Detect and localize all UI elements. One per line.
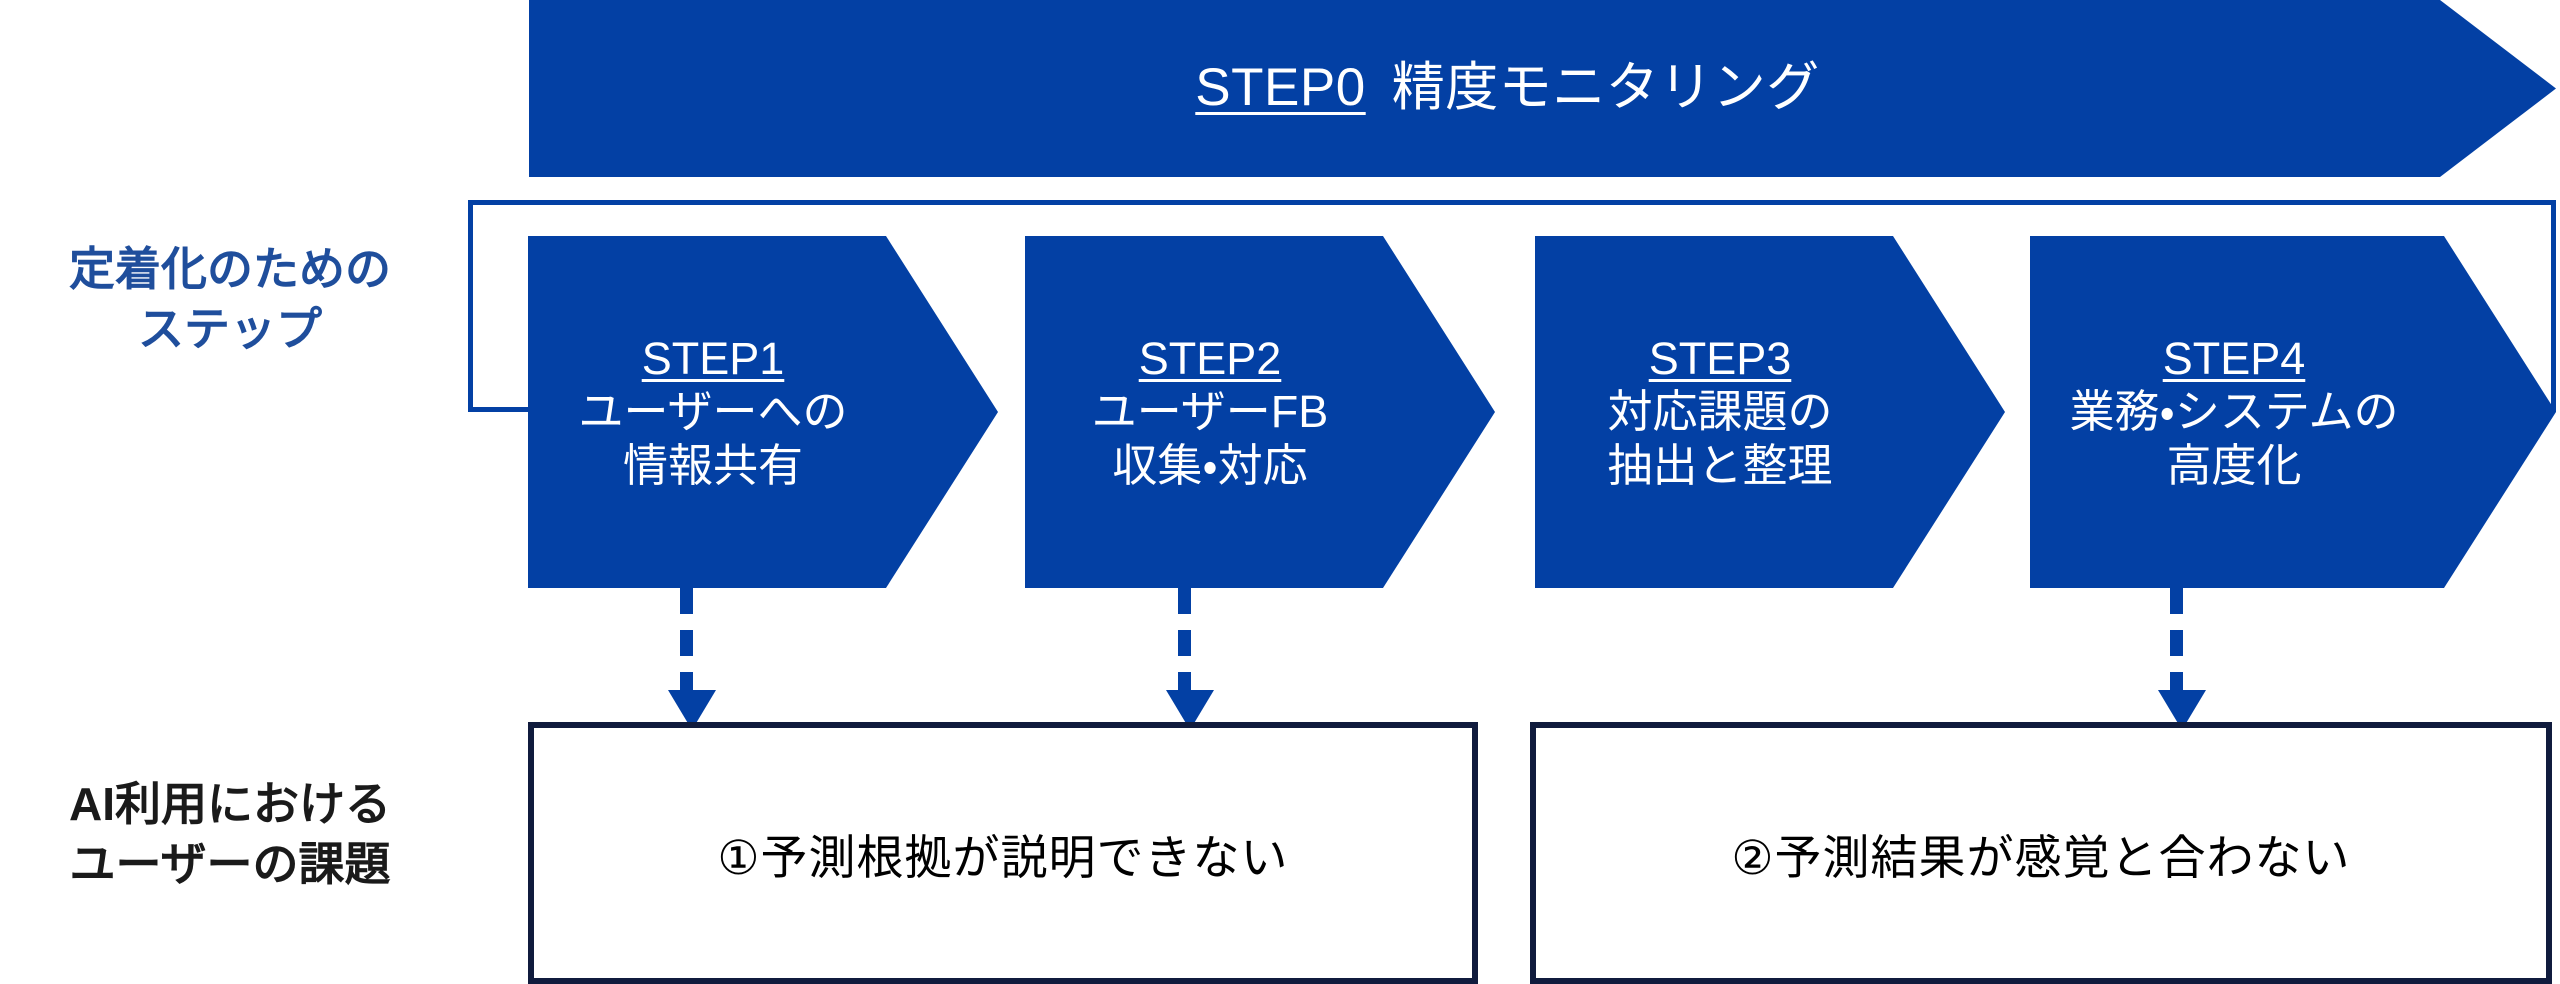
step-4-id: STEP4	[2162, 333, 2306, 385]
dashed-connector-1	[680, 588, 693, 698]
step0-id: STEP0	[1195, 58, 1366, 118]
dashed-connector-3	[2170, 588, 2183, 698]
step-2-id: STEP2	[1138, 333, 1282, 385]
issue-box-2[interactable]: ②予測結果が感覚と合わない	[1530, 722, 2552, 984]
step-3-id: STEP3	[1648, 333, 1792, 385]
step-4-line1: 業務・システムの	[2069, 386, 2399, 438]
row-label-issues: AI利用における ユーザーの課題	[69, 778, 391, 890]
step-2-line2: 収集・対応	[1112, 439, 1308, 491]
step-chevron-4[interactable]: STEP4 業務・システムの 高度化	[2030, 236, 2556, 588]
feedback-loop-line	[468, 200, 2556, 412]
step-1-line1: ユーザーへの	[578, 386, 848, 438]
step0-banner-text: STEP0 精度モニタリング	[1195, 59, 1819, 117]
step-4-line2: 高度化	[2166, 439, 2302, 491]
step0-banner: STEP0 精度モニタリング	[529, 0, 2556, 177]
step-chevron-3[interactable]: STEP3 対応課題の 抽出と整理	[1535, 236, 2005, 588]
issue-2-text: ②予測結果が感覚と合わない	[1731, 830, 2351, 884]
feedback-loop-left-segment	[468, 407, 578, 412]
dashed-connector-2	[1178, 588, 1191, 698]
issue-1-text: ①予測根拠が説明できない	[717, 830, 1289, 884]
step-3-line1: 対応課題の	[1607, 386, 1833, 438]
step0-label: 精度モニタリング	[1391, 58, 1820, 118]
step-3-line2: 抽出と整理	[1607, 439, 1833, 491]
step-chevron-1[interactable]: STEP1 ユーザーへの 情報共有	[528, 236, 998, 588]
step-chevron-2[interactable]: STEP2 ユーザーFB 収集・対応	[1025, 236, 1495, 588]
issue-box-1[interactable]: ①予測根拠が説明できない	[528, 722, 1478, 984]
step-1-id: STEP1	[641, 333, 785, 385]
row-label-steps: 定着化のための ステップ	[69, 243, 391, 355]
step-1-line2: 情報共有	[622, 439, 803, 491]
step-2-line1: ユーザーFB	[1091, 386, 1329, 438]
